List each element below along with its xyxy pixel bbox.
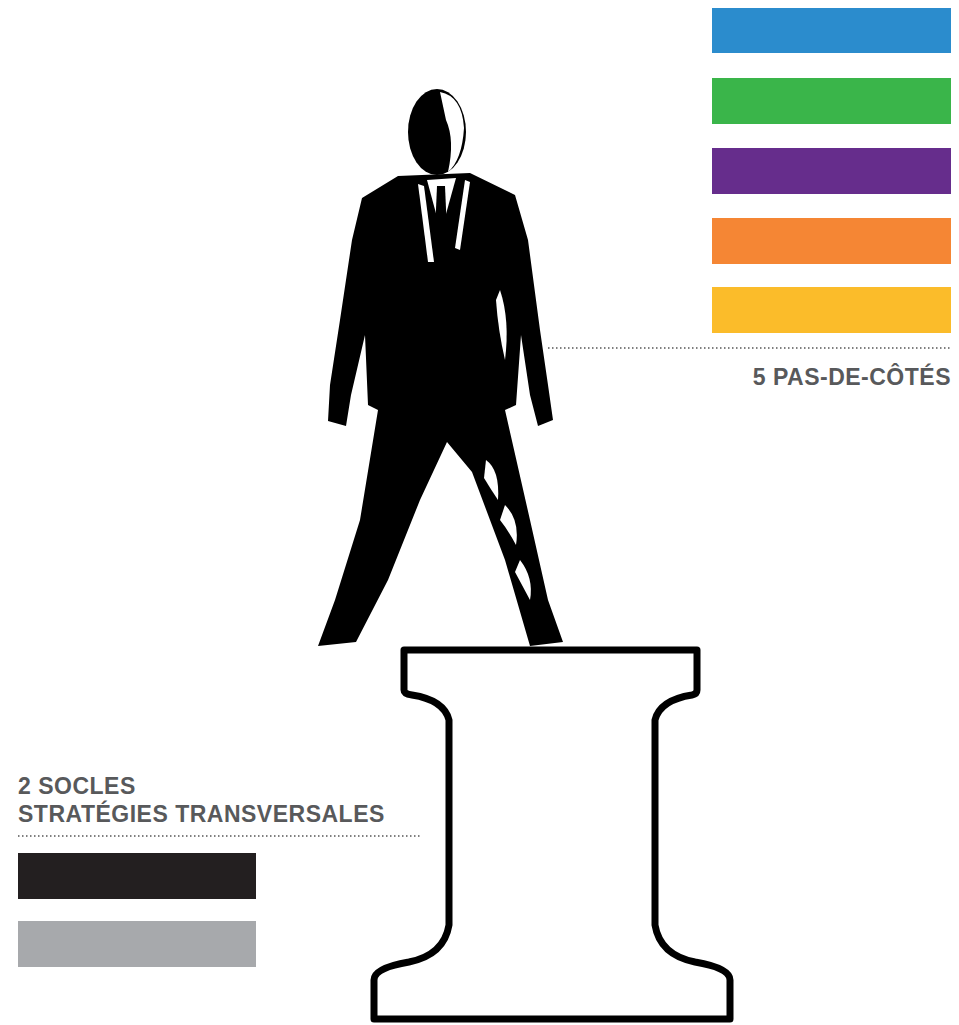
leader-line [18,835,420,837]
color-bar [18,921,256,967]
body [318,173,563,646]
pedestal [374,650,730,1019]
face-highlight [440,92,464,172]
shoe-highlight [318,644,352,652]
fold-highlight [484,460,498,500]
color-bar [712,287,951,333]
leader-line [548,347,951,349]
color-bar [712,148,951,194]
fold-highlight [515,560,531,600]
lapel-highlight [418,184,434,262]
man-silhouette [318,89,563,652]
lapel-highlight [455,180,470,250]
color-bar [712,218,951,264]
color-bar [712,78,951,124]
fold-highlight [496,290,507,360]
callout-label: 5 PAS-DE-CÔTÉS [560,366,951,389]
callout-label: STRATÉGIES TRANSVERSALES [18,803,458,826]
callout-label: 2 SOCLES [18,775,458,798]
color-bar [18,853,256,899]
fold-highlight [500,505,517,545]
tie [435,186,447,244]
head [408,89,466,175]
color-bar [712,8,951,53]
